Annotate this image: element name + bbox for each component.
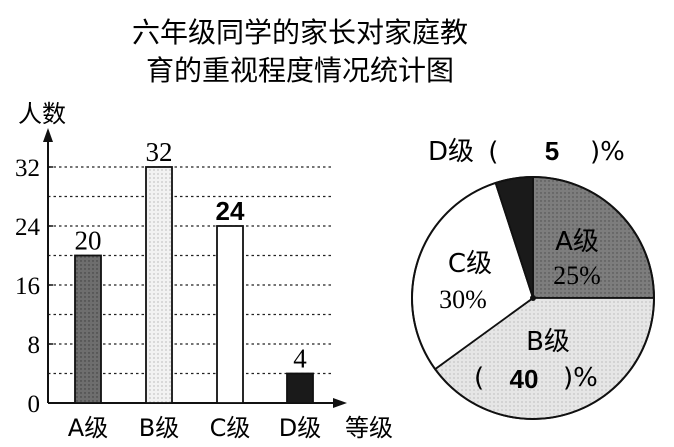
- y-tick-label: 32: [15, 155, 40, 182]
- y-tick-label: 16: [15, 273, 40, 300]
- bar-chart: 人数 等级 0 8 16 24 32 20 32 24 4 A级 B级 C级 D级: [15, 100, 393, 442]
- pie-suffix-b: )%: [563, 363, 598, 393]
- bar-value-label: 24: [216, 196, 245, 226]
- pie-suffix-d: )%: [590, 137, 625, 167]
- bar-B级: [145, 166, 173, 404]
- bars: [74, 166, 314, 404]
- pie-percent-a: 25%: [553, 261, 601, 290]
- x-tick-label: C级: [210, 414, 251, 442]
- pie-percent-c: 30%: [439, 285, 487, 314]
- bar-A级: [74, 254, 102, 404]
- y-tick-label: 8: [28, 332, 41, 359]
- pie-label-b: B级: [526, 327, 570, 357]
- pie-center: [530, 295, 536, 301]
- bar-D级: [286, 372, 314, 404]
- chart-title-line1: 六年级同学的家长对家庭教: [132, 16, 468, 49]
- y-axis-arrow: [43, 128, 53, 142]
- bar-value-label: 32: [146, 137, 173, 167]
- pie-answer-d: 5: [545, 136, 559, 166]
- gridlines: [48, 166, 332, 375]
- y-ticks: 0 8 16 24 32: [15, 155, 53, 418]
- pie-outline: [411, 176, 655, 420]
- pie-label-a: A级: [555, 227, 599, 257]
- x-tick-label: D级: [279, 414, 321, 442]
- x-axis-arrow: [333, 398, 347, 408]
- y-tick-label: 24: [15, 214, 41, 241]
- y-tick-label: 0: [28, 391, 41, 418]
- x-tick-label: B级: [139, 414, 179, 442]
- bar-value-label: 4: [293, 344, 307, 374]
- bar-C级: [216, 225, 244, 404]
- x-tick-label: A级: [68, 414, 108, 442]
- pie-answer-b: 40: [510, 364, 539, 394]
- x-ticks: A级 B级 C级 D级: [68, 414, 321, 442]
- pie-prefix-b: (: [474, 363, 484, 393]
- bar-labels: 20 32 24 4: [75, 137, 308, 374]
- y-axis-label: 人数: [18, 100, 66, 128]
- x-axis-label: 等级: [345, 414, 393, 442]
- pie-label-c: C级: [448, 249, 492, 279]
- pie-chart: D级 ( 5 )% A级 25% C级 30% B级 ( 40 )%: [411, 136, 655, 420]
- pie-slices: [411, 176, 655, 420]
- chart-title-line2: 育的重视程度情况统计图: [146, 54, 454, 87]
- bar-value-label: 20: [75, 226, 102, 256]
- pie-label-d: D级 (: [428, 137, 498, 167]
